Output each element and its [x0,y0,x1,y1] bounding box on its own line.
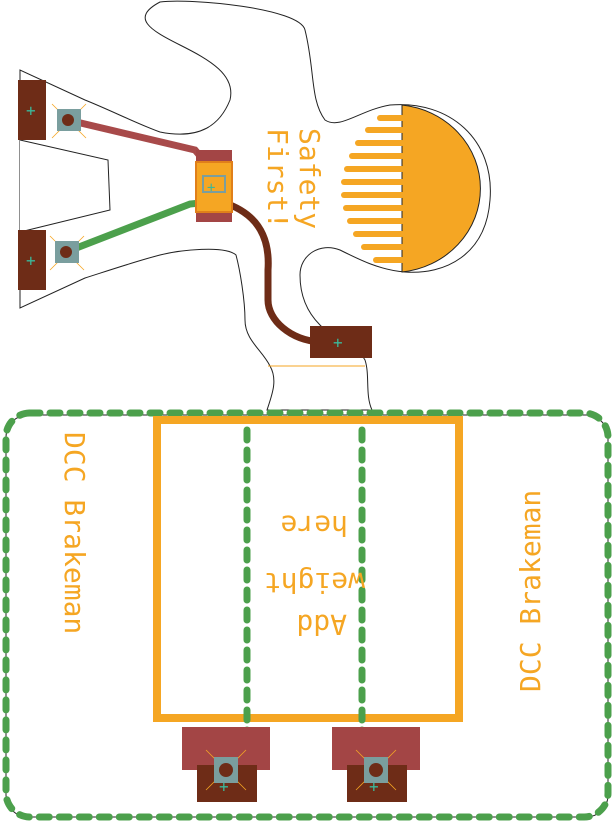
trace-brown [221,199,324,346]
pad-right [310,326,372,358]
weight-box [153,416,463,722]
pad-marker: + [26,101,36,120]
svg-text:+: + [219,777,229,796]
pad-marker: + [333,333,343,352]
board-notch [19,139,111,233]
safety-text-line1: Safety [293,128,326,229]
led-head [341,104,481,273]
dcc-brakeman-left: DCC Brakeman [58,432,91,634]
svg-text:+: + [207,180,215,196]
via-bottom [49,235,85,271]
svg-text:+: + [369,777,379,796]
center-component: + [195,150,233,222]
connector-right: + [332,727,420,802]
center-note-line1: Add [296,608,347,641]
pad-bottom-left [18,230,46,290]
keepout-border [2,409,612,821]
pad-top-left [18,80,46,140]
center-note: Add weight here [264,509,365,641]
center-note-line2: weight [264,566,365,599]
dcc-brakeman-right: DCC Brakeman [514,490,547,692]
safety-text-line2: First! [261,128,294,229]
via-top [51,103,87,139]
pad-marker: + [26,251,36,270]
board-outline-upper [19,0,491,411]
center-note-line3: here [281,509,348,542]
connector-left: + [182,727,270,802]
